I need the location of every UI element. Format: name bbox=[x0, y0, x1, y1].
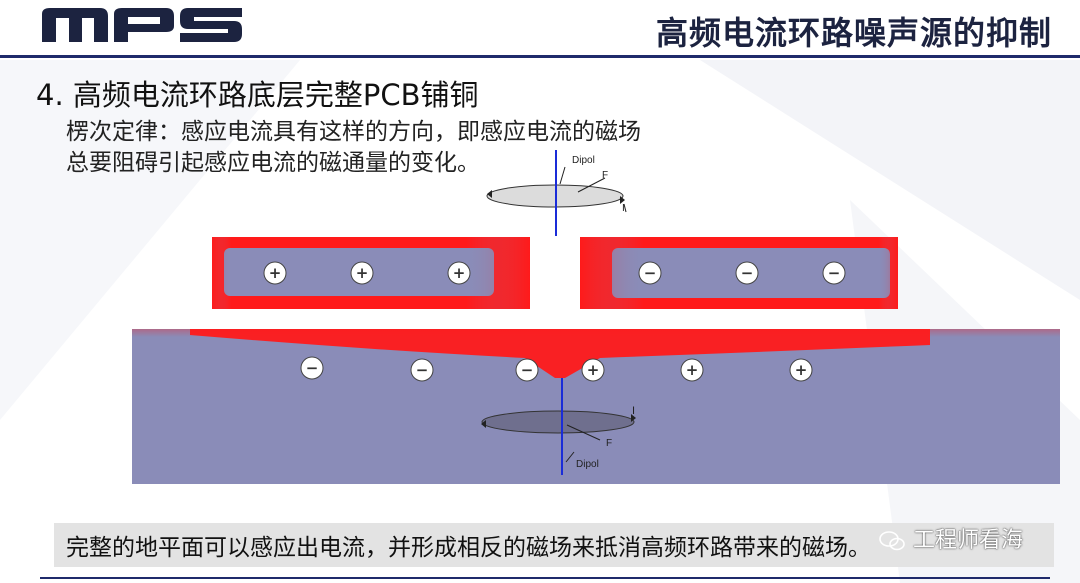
watermark-text: 工程师看海 bbox=[913, 528, 1024, 553]
charge-minus-right-3: − bbox=[822, 261, 846, 285]
svg-text:−: − bbox=[521, 361, 534, 379]
body-text-line-1: 楞次定律：感应电流具有这样的方向，即感应电流的磁场 bbox=[66, 119, 641, 145]
svg-text:+: + bbox=[686, 361, 699, 379]
charge-minus-plane-1: − bbox=[300, 356, 324, 380]
charge-plus-plane-2: + bbox=[680, 358, 704, 382]
svg-text:−: − bbox=[416, 361, 429, 379]
footer-divider bbox=[40, 577, 1050, 579]
section-title: 4. 高频电流环路底层完整PCB铺铜 bbox=[36, 78, 479, 112]
charge-plus-plane-3: + bbox=[789, 358, 813, 382]
charge-plus-left-2: + bbox=[350, 261, 374, 285]
svg-text:−: − bbox=[828, 264, 841, 282]
charge-minus-right-2: − bbox=[735, 261, 759, 285]
svg-text:+: + bbox=[453, 264, 466, 282]
charge-plus-left-3: + bbox=[447, 261, 471, 285]
slide-header-title: 高频电流环路噪声源的抑制 bbox=[655, 14, 1052, 52]
bottom-dipole-label: Dipol bbox=[576, 459, 599, 470]
charge-plus-left-1: + bbox=[263, 261, 287, 285]
header-divider bbox=[0, 55, 1080, 58]
ground-plane bbox=[132, 329, 1060, 484]
caption-text: 完整的地平面可以感应出电流，并形成相反的磁场来抵消高频环路带来的磁场。 bbox=[66, 535, 871, 561]
svg-text:+: + bbox=[587, 361, 600, 379]
wechat-icon bbox=[879, 531, 905, 551]
bottom-i-label: I bbox=[632, 405, 635, 417]
mps-logo bbox=[42, 8, 242, 42]
svg-text:−: − bbox=[644, 264, 657, 282]
caption-box bbox=[54, 523, 1054, 567]
svg-text:+: + bbox=[356, 264, 369, 282]
charge-minus-plane-3: − bbox=[515, 358, 539, 382]
svg-text:+: + bbox=[795, 361, 808, 379]
charge-plus-plane-1: + bbox=[581, 358, 605, 382]
charge-minus-plane-2: − bbox=[410, 358, 434, 382]
charge-minus-right-1: − bbox=[638, 261, 662, 285]
watermark: 工程师看海 bbox=[878, 522, 1023, 554]
bottom-dipole bbox=[481, 378, 636, 475]
svg-text:+: + bbox=[269, 264, 282, 282]
body-text-line-2: 总要阻碍引起感应电流的磁通量的变化。 bbox=[66, 150, 480, 176]
svg-text:−: − bbox=[741, 264, 754, 282]
top-f-label: F bbox=[602, 170, 608, 181]
top-i-label: I bbox=[622, 203, 625, 214]
svg-text:−: − bbox=[306, 359, 319, 377]
top-dipole bbox=[486, 150, 627, 236]
top-dipole-label: Dipol bbox=[572, 155, 595, 166]
bottom-f-label: F bbox=[606, 438, 612, 449]
